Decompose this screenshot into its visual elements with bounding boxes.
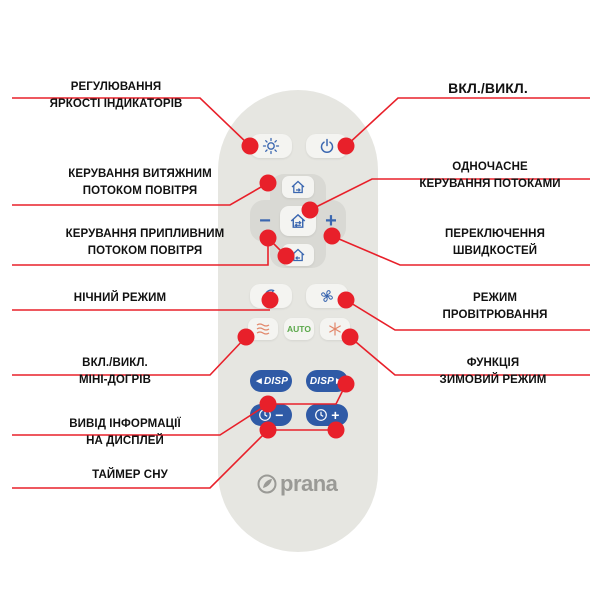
marker-exhaust [259,174,277,192]
marker-timer-plus [327,421,345,439]
label-supply-line-1: КЕРУВАННЯ ПРИПЛИВНИМ [65,228,225,240]
label-winter: ФУНКЦІЯ ЗИМОВИЙ РЕЖИМ [418,355,568,389]
marker-brightness [241,137,259,155]
label-combined: ОДНОЧАСНЕ КЕРУВАННЯ ПОТОКАМИ [410,159,570,193]
label-supply: КЕРУВАННЯ ПРИПЛИВНИМ ПОТОКОМ ПОВІТРЯ [40,226,250,260]
marker-speed-minus [259,229,277,247]
label-speed: ПЕРЕКЛЮЧЕННЯ ШВИДКОСТЕЙ [420,226,570,260]
label-combined-line-1: ОДНОЧАСНЕ [452,161,528,173]
label-night-line-1: НІЧНИЙ РЕЖИМ [73,292,167,304]
power-icon [320,138,334,153]
clock-plus-icon [315,409,328,421]
label-mini-heating-line-1: ВКЛ./ВИКЛ. [82,357,148,369]
timer-minus-label: − [275,407,284,423]
speed-minus-button[interactable]: − [254,208,276,234]
display-left-button[interactable]: ◄DISP [250,370,292,392]
label-brightness: РЕГУЛЮВАННЯ ЯРКОСТІ ІНДИКАТОРІВ [40,79,192,113]
label-display: ВИВІД ІНФОРМАЦІЇ НА ДИСПЛЕЙ [50,416,200,450]
label-winter-line-1: ФУНКЦІЯ [466,357,520,369]
auto-button[interactable]: AUTO [284,318,314,340]
snowflake-icon [329,322,341,336]
mini-heating-button[interactable] [248,318,278,340]
marker-ventilation [337,291,355,309]
house-dual-arrow-icon [290,213,306,228]
exhaust-flow-button[interactable] [282,176,314,198]
plus-label: + [325,210,337,232]
marker-display-right [337,375,355,393]
label-power-line-1: ВКЛ./ВИКЛ. [448,80,528,96]
prana-logo: prana [256,470,356,498]
marker-winter [341,328,359,346]
speed-plus-button[interactable]: + [320,208,342,234]
label-ventilation-line-2: ПРОВІТРЮВАННЯ [442,309,548,321]
heat-waves-icon [256,323,270,335]
auto-label: AUTO [287,324,311,334]
label-combined-line-2: КЕРУВАННЯ ПОТОКАМИ [419,178,561,190]
label-brightness-line-1: РЕГУЛЮВАННЯ [70,81,162,93]
marker-timer-minus [259,421,277,439]
timer-plus-label: + [331,407,340,423]
label-supply-line-2: ПОТОКОМ ПОВІТРЯ [87,245,203,257]
label-winter-line-2: ЗИМОВИЙ РЕЖИМ [439,374,547,386]
logo-text: prana [280,471,338,496]
label-speed-line-2: ШВИДКОСТЕЙ [452,245,538,257]
label-night: НІЧНИЙ РЕЖИМ [40,290,200,307]
marker-night [261,291,279,309]
label-brightness-line-2: ЯРКОСТІ ІНДИКАТОРІВ [49,98,183,110]
fan-icon [321,290,333,302]
marker-combined [301,201,319,219]
label-exhaust-line-2: ПОТОКОМ ПОВІТРЯ [82,185,198,197]
house-arrow-out-icon [291,180,305,194]
label-ventilation: РЕЖИМ ПРОВІТРЮВАННЯ [420,290,570,324]
label-speed-line-1: ПЕРЕКЛЮЧЕННЯ [445,228,545,240]
timer-plus-button[interactable]: + [306,404,348,426]
label-exhaust: КЕРУВАННЯ ВИТЯЖНИМ ПОТОКОМ ПОВІТРЯ [40,166,240,200]
label-mini-heating: ВКЛ./ВИКЛ. МІНІ-ДОГРІВ [40,355,190,389]
display-right-label: DISP► [309,375,345,387]
marker-speed-plus [323,227,341,245]
label-sleep-timer-line-1: ТАЙМЕР СНУ [92,469,168,481]
leader-power [345,97,590,147]
label-sleep-timer: ТАЙМЕР СНУ [70,467,190,484]
minus-label: − [259,210,271,232]
label-ventilation-line-1: РЕЖИМ [472,292,518,304]
label-display-line-2: НА ДИСПЛЕЙ [86,435,164,447]
label-power: ВКЛ./ВИКЛ. [428,79,548,97]
display-left-label: ◄DISP [253,375,289,387]
marker-power [337,137,355,155]
marker-display-left [259,395,277,413]
marker-supply [277,247,295,265]
label-mini-heating-line-2: МІНІ-ДОГРІВ [78,374,152,386]
prana-leaf-icon [257,474,277,494]
sun-icon [262,137,280,155]
marker-mini-heating [237,328,255,346]
label-display-line-1: ВИВІД ІНФОРМАЦІЇ [69,418,181,430]
label-exhaust-line-1: КЕРУВАННЯ ВИТЯЖНИМ [68,168,212,180]
